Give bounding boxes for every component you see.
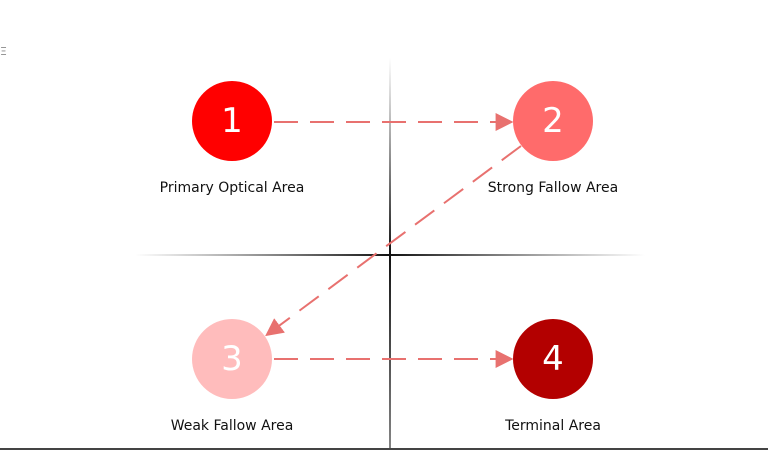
bottom-divider: [0, 448, 768, 450]
node-1: 1: [192, 81, 272, 161]
arrow-2-to-3: [265, 145, 522, 337]
node-4: 4: [513, 319, 593, 399]
label-strong-fallow-area: Strong Fallow Area: [487, 180, 619, 196]
label-weak-fallow-area: Weak Fallow Area: [170, 418, 294, 434]
label-primary-optical-area: Primary Optical Area: [159, 180, 305, 196]
vertical-axis: [389, 58, 391, 450]
label-terminal-area: Terminal Area: [505, 418, 601, 434]
node-2: 2: [513, 81, 593, 161]
menu-edge-icon: Ξ: [0, 45, 7, 58]
node-3: 3: [192, 319, 272, 399]
